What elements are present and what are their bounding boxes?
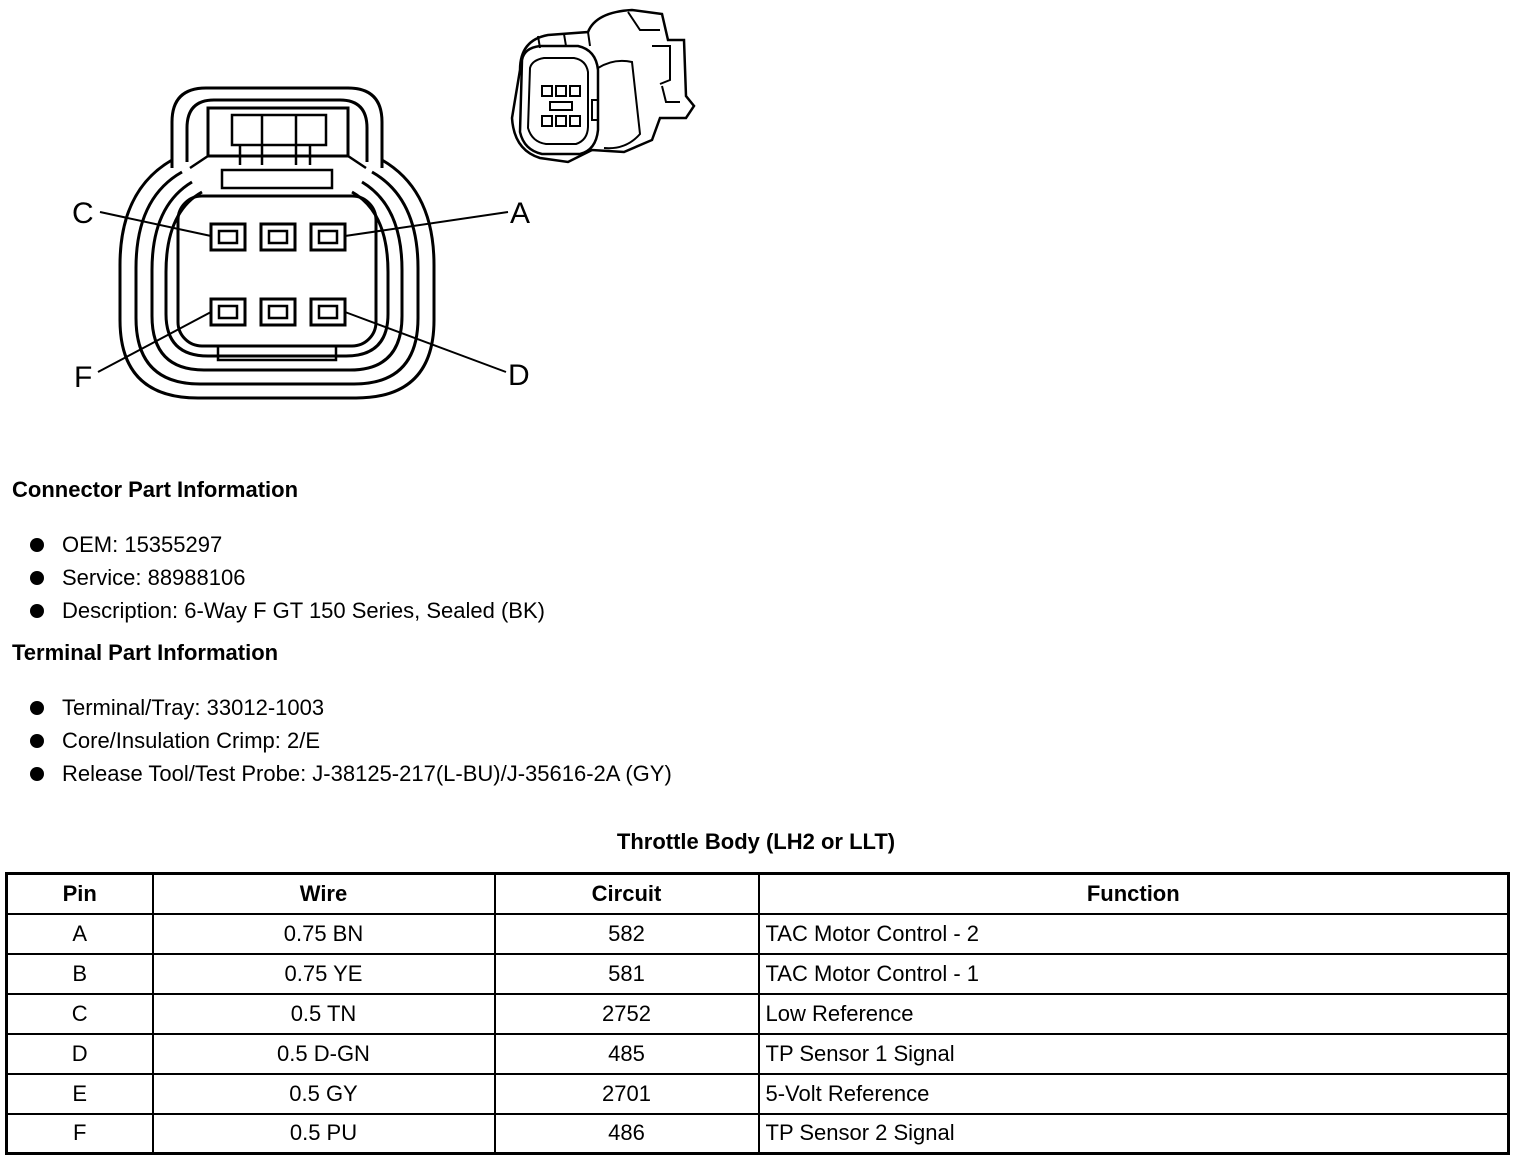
cell-wire: 0.5 PU xyxy=(151,1112,496,1155)
column-header-circuit: Circuit xyxy=(493,872,760,915)
list-item: OEM: 15355297 xyxy=(26,528,545,561)
cell-wire: 0.5 GY xyxy=(151,1072,496,1115)
table-row: F 0.5 PU 486 TP Sensor 2 Signal xyxy=(5,1112,1510,1155)
table-row: C 0.5 TN 2752 Low Reference xyxy=(5,992,1510,1035)
cell-function: TAC Motor Control - 1 xyxy=(757,952,1510,995)
terminal-info-list: Terminal/Tray: 33012-1003 Core/Insulatio… xyxy=(26,691,672,790)
pin-label-f: F xyxy=(74,361,92,394)
cell-wire: 0.5 TN xyxy=(151,992,496,1035)
cell-function: TAC Motor Control - 2 xyxy=(757,912,1510,955)
cell-wire: 0.5 D-GN xyxy=(151,1032,496,1075)
cell-function: 5-Volt Reference xyxy=(757,1072,1510,1115)
cell-pin: E xyxy=(5,1072,154,1115)
bullet-icon xyxy=(30,701,44,715)
list-item: Core/Insulation Crimp: 2/E xyxy=(26,724,672,757)
list-item: Description: 6-Way F GT 150 Series, Seal… xyxy=(26,594,545,627)
cell-circuit: 581 xyxy=(493,952,760,995)
table-title: Throttle Body (LH2 or LLT) xyxy=(616,829,896,854)
cell-pin: D xyxy=(5,1032,154,1075)
cell-pin: B xyxy=(5,952,154,995)
table-header-row: Pin Wire Circuit Function xyxy=(5,872,1510,915)
cell-circuit: 485 xyxy=(493,1032,760,1075)
cell-function: Low Reference xyxy=(757,992,1510,1035)
cell-pin: C xyxy=(5,992,154,1035)
cell-circuit: 486 xyxy=(493,1112,760,1155)
pinout-table: Pin Wire Circuit Function A 0.75 BN 582 … xyxy=(5,872,1510,1155)
list-item: Terminal/Tray: 33012-1003 xyxy=(26,691,672,724)
cell-circuit: 582 xyxy=(493,912,760,955)
list-item: Release Tool/Test Probe: J-38125-217(L-B… xyxy=(26,757,672,790)
cell-wire: 0.75 BN xyxy=(151,912,496,955)
table-row: A 0.75 BN 582 TAC Motor Control - 2 xyxy=(5,912,1510,955)
pin-label-d: D xyxy=(508,359,530,392)
bullet-icon xyxy=(30,767,44,781)
connector-diagram: C A F D xyxy=(72,8,696,400)
bullet-icon xyxy=(30,734,44,748)
column-header-pin: Pin xyxy=(5,872,154,915)
bullet-icon xyxy=(30,604,44,618)
connector-info-heading: Connector Part Information xyxy=(12,477,299,502)
list-item: Service: 88988106 xyxy=(26,561,545,594)
cell-wire: 0.75 YE xyxy=(151,952,496,995)
terminal-info-heading: Terminal Part Information xyxy=(12,640,279,665)
table-row: B 0.75 YE 581 TAC Motor Control - 1 xyxy=(5,952,1510,995)
bullet-icon xyxy=(30,571,44,585)
cell-circuit: 2701 xyxy=(493,1072,760,1115)
column-header-function: Function xyxy=(757,872,1510,915)
pin-label-a: A xyxy=(510,197,530,230)
cell-pin: A xyxy=(5,912,154,955)
table-row: D 0.5 D-GN 485 TP Sensor 1 Signal xyxy=(5,1032,1510,1075)
cell-pin: F xyxy=(5,1112,154,1155)
column-header-wire: Wire xyxy=(151,872,496,915)
cell-function: TP Sensor 1 Signal xyxy=(757,1032,1510,1075)
pin-label-c: C xyxy=(72,197,94,230)
cell-circuit: 2752 xyxy=(493,992,760,1035)
table-row: E 0.5 GY 2701 5-Volt Reference xyxy=(5,1072,1510,1115)
cell-function: TP Sensor 2 Signal xyxy=(757,1112,1510,1155)
bullet-icon xyxy=(30,538,44,552)
connector-info-list: OEM: 15355297 Service: 88988106 Descript… xyxy=(26,528,545,627)
